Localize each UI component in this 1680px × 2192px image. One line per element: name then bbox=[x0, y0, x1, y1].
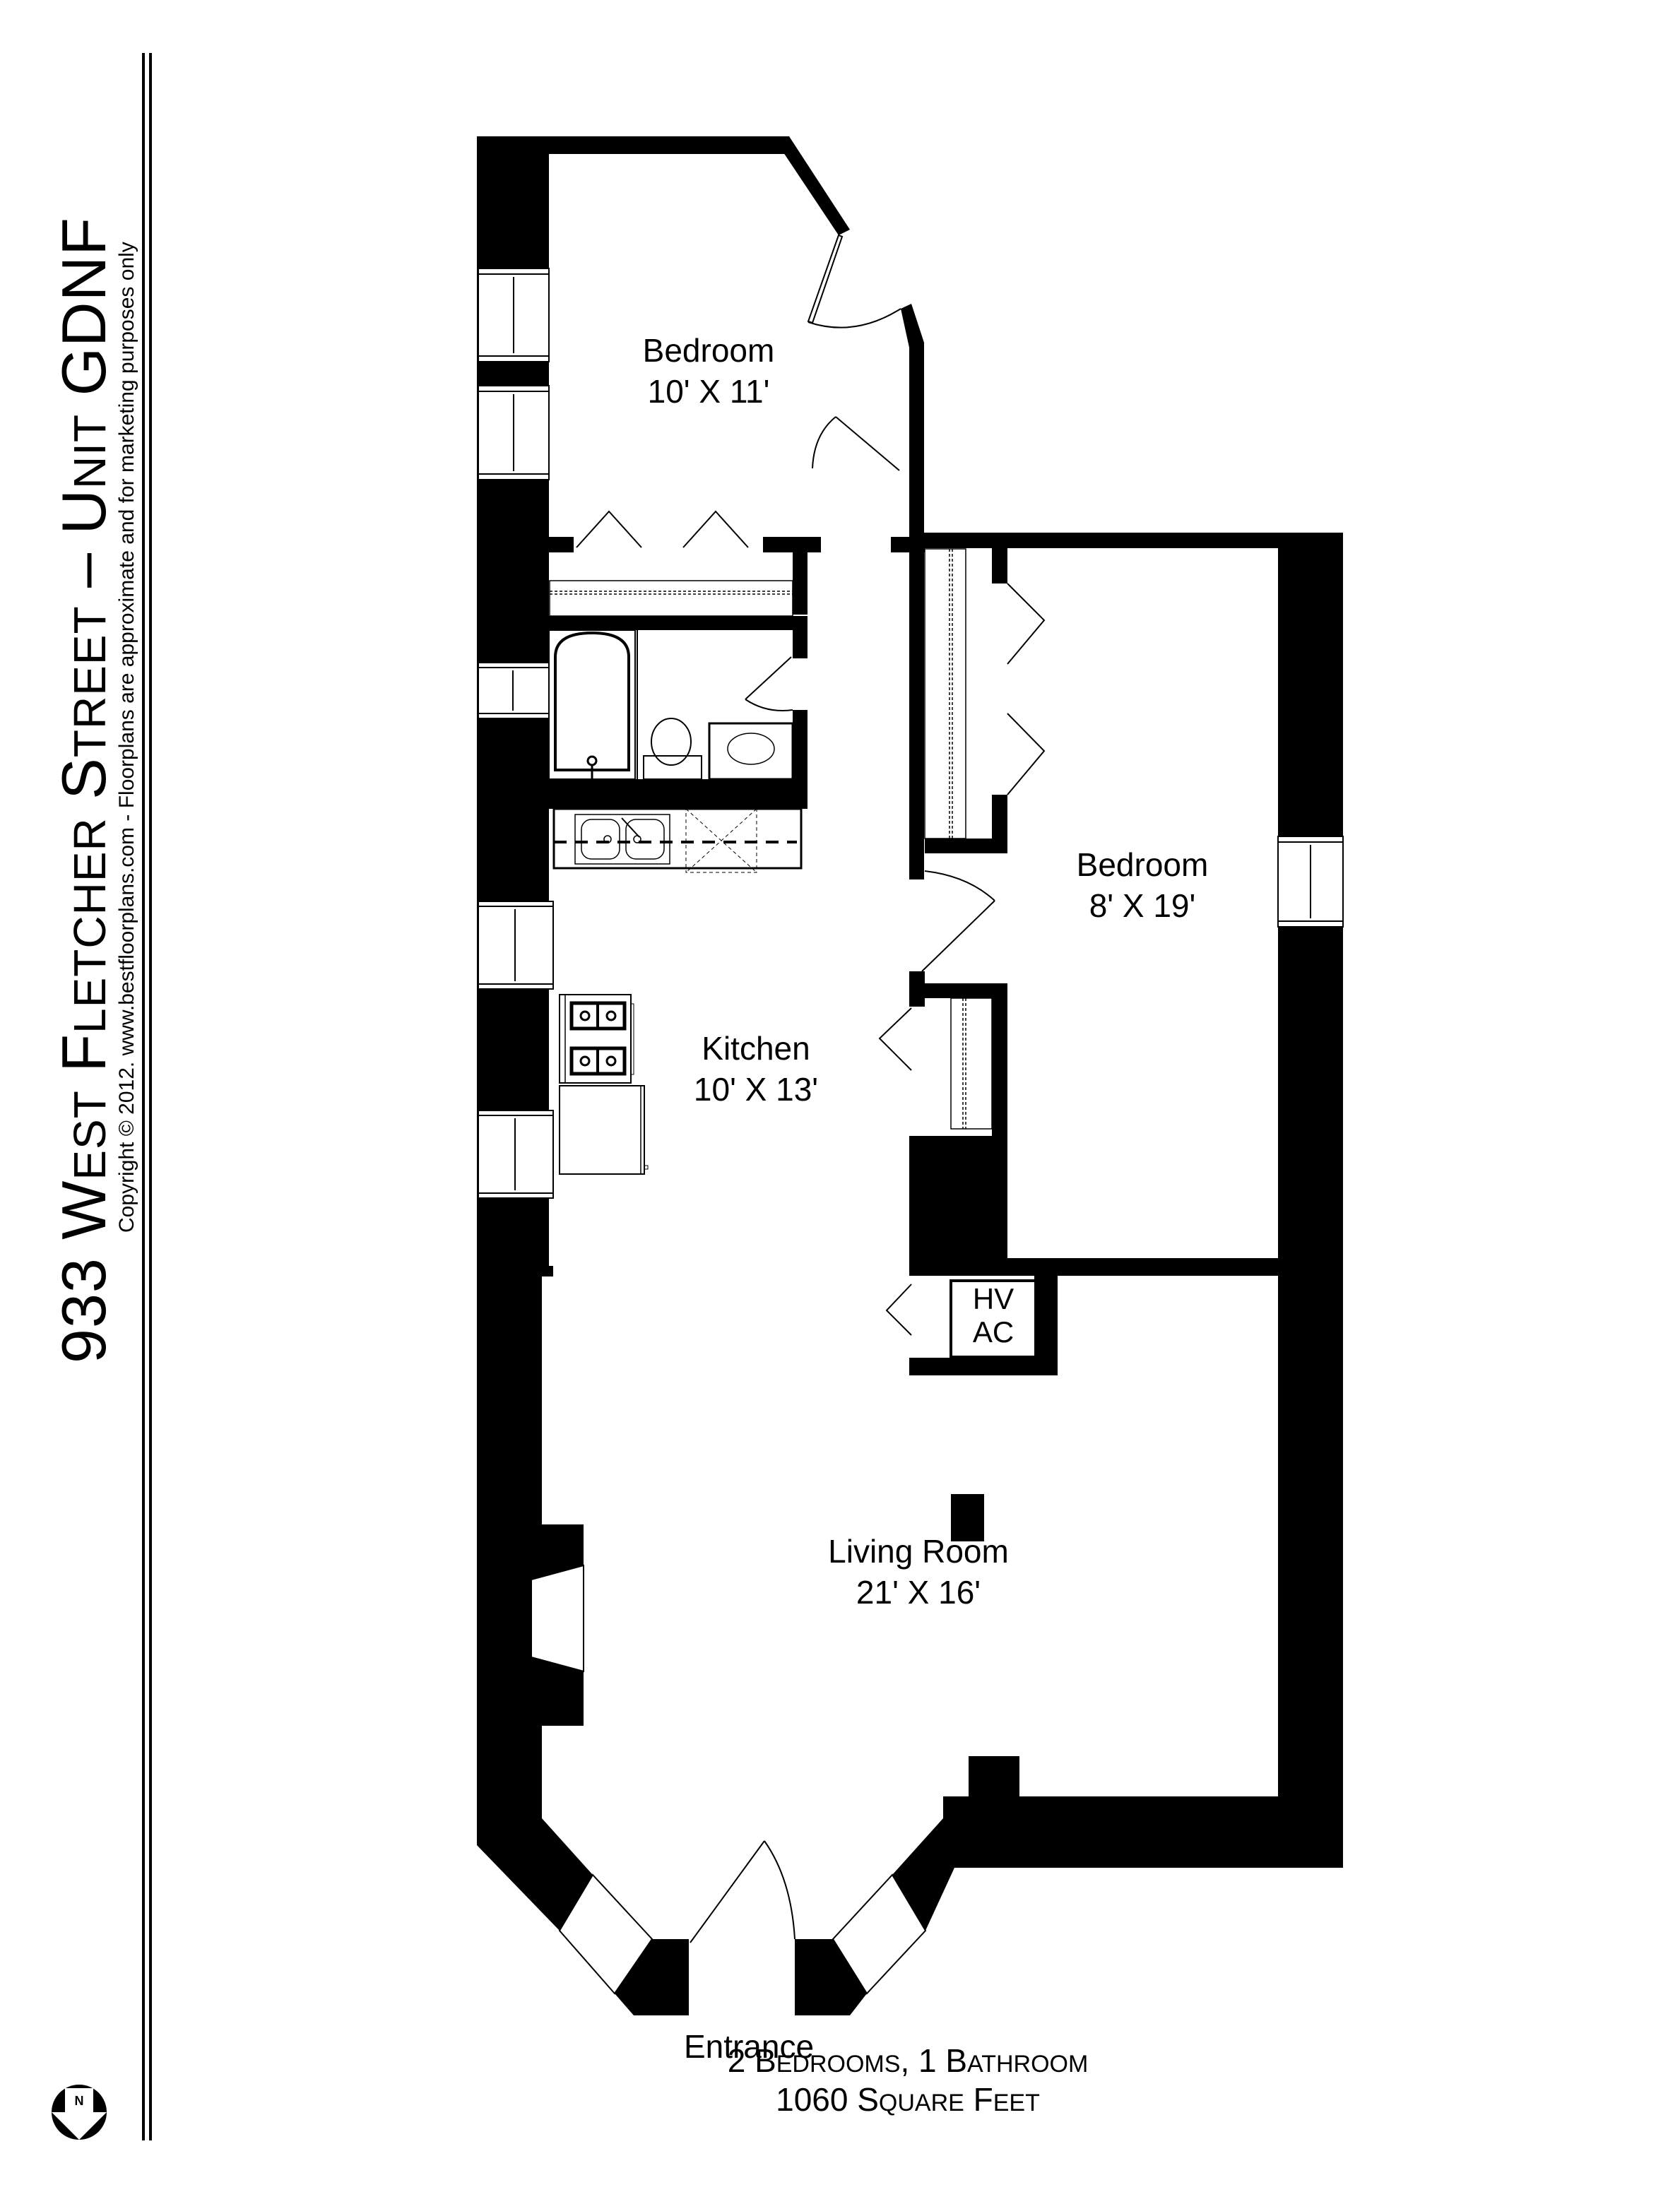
room-label-bedroom-2: Bedroom 8' X 19' bbox=[1077, 845, 1209, 926]
room-name: Living Room bbox=[828, 1533, 1009, 1570]
closet-rods bbox=[549, 548, 993, 1130]
north-arrow-icon: N bbox=[51, 2084, 107, 2140]
fireplace-opening bbox=[531, 1564, 584, 1673]
bathroom-fixtures bbox=[548, 629, 794, 781]
room-name: Bedroom bbox=[1076, 846, 1209, 883]
room-dimensions: 21' X 16' bbox=[856, 1573, 981, 1611]
kitchen-counter bbox=[552, 807, 803, 873]
divider-line bbox=[149, 53, 152, 2140]
kitchen-appliances bbox=[559, 994, 649, 1175]
summary-part: F bbox=[964, 2081, 993, 2119]
room-dimensions: 10' X 13' bbox=[693, 1070, 819, 1108]
hvac-label-line2: AC bbox=[972, 1315, 1014, 1349]
unit-summary: 2 BEDROOMS, 1 BATHROOM 1060 SQUARE FEET bbox=[728, 2042, 1089, 2119]
windows bbox=[478, 268, 1344, 1995]
entrance-label: Entrance bbox=[683, 2028, 815, 2065]
divider-line bbox=[142, 53, 145, 2140]
summary-part: EET bbox=[993, 2090, 1040, 2117]
room-name: Kitchen bbox=[702, 1030, 810, 1067]
doors bbox=[576, 234, 1046, 1943]
hvac-label-line1: HV bbox=[972, 1282, 1014, 1315]
hvac-unit: HV AC bbox=[950, 1279, 1037, 1358]
summary-part: 2 B bbox=[727, 2042, 776, 2079]
room-dimensions: 8' X 19' bbox=[1089, 887, 1196, 924]
room-name: Bedroom bbox=[642, 332, 775, 369]
summary-part: QUARE bbox=[878, 2090, 964, 2117]
summary-part: , 1 B bbox=[900, 2042, 968, 2079]
room-label-kitchen: Kitchen 10' X 13' bbox=[694, 1029, 818, 1110]
room-dimensions: 10' X 11' bbox=[647, 372, 770, 410]
summary-part: ATHROOM bbox=[967, 2051, 1089, 2078]
walls bbox=[477, 136, 1343, 2015]
summary-part: EDROOMS bbox=[776, 2051, 901, 2078]
summary-area: 1060 SQUARE FEET bbox=[728, 2080, 1089, 2119]
compass-label: N bbox=[75, 2094, 84, 2108]
summary-part: 1060 S bbox=[776, 2081, 879, 2119]
room-label-bedroom-1: Bedroom 10' X 11' bbox=[643, 331, 775, 412]
summary-rooms: 2 BEDROOMS, 1 BATHROOM bbox=[728, 2042, 1089, 2080]
room-label-living-room: Living Room 21' X 16' bbox=[828, 1532, 1009, 1613]
